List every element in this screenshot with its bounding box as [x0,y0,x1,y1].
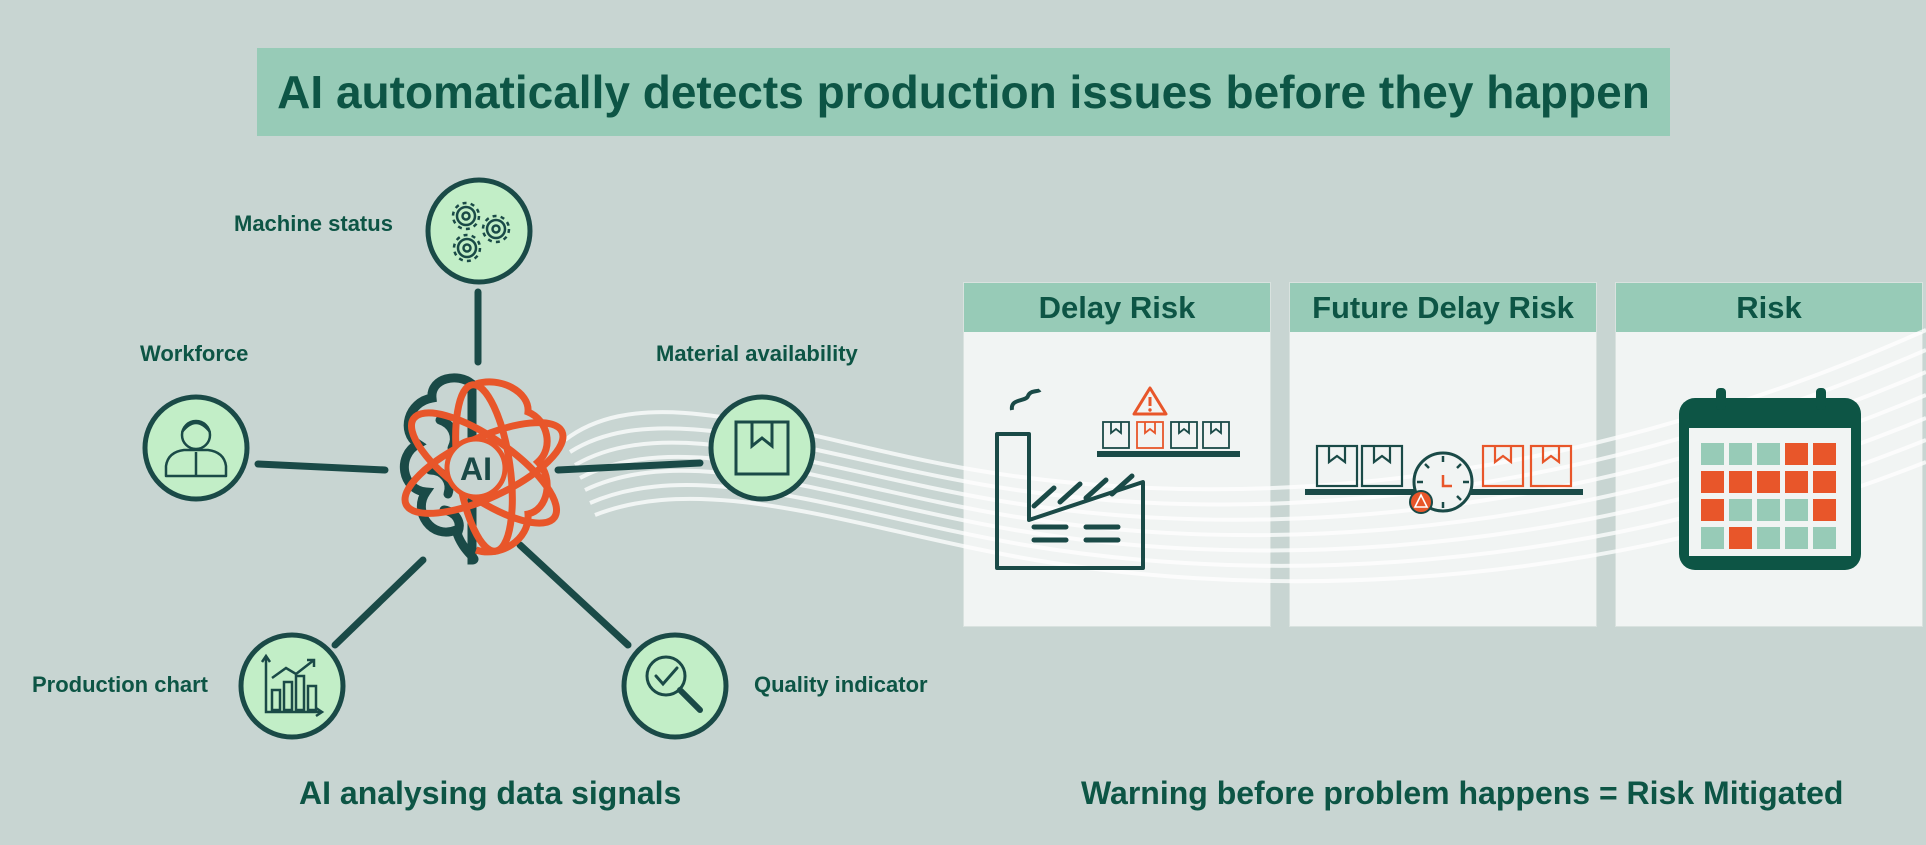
gears-icon [451,201,511,263]
hub-connectors [254,288,704,649]
label-quality-indicator: Quality indicator [754,672,928,697]
factory-icon [995,388,1145,570]
caption-right: Warning before problem happens = Risk Mi… [1081,775,1844,811]
caption-left: AI analysing data signals [299,775,682,811]
node-machine-status [425,177,533,285]
label-workforce: Workforce [140,341,249,366]
clock-icon [1409,451,1474,514]
label-material-availability: Material availability [656,341,858,366]
bar-chart-icon [260,653,325,718]
node-material-availability [708,394,816,502]
calendar-icon [1679,388,1861,570]
node-production-chart [238,632,346,740]
calendar-grid [1701,443,1836,549]
label-production-chart: Production chart [32,672,209,697]
timeline-boxes [1305,444,1583,495]
warning-icon [1132,386,1168,416]
node-workforce [142,394,250,502]
box-icon [734,420,790,476]
page-title: AI automatically detects production issu… [277,66,1650,118]
magnifier-check-icon [645,655,703,713]
panel-title: Future Delay Risk [1290,283,1596,332]
title-banner: AI automatically detects production issu… [257,48,1670,136]
label-machine-status: Machine status [234,211,393,236]
shelf-boxes-icon [1097,421,1240,457]
panel-title: Risk [1616,283,1922,332]
node-quality-indicator [621,632,729,740]
ai-hub: AI [399,373,567,565]
panel-title: Delay Risk [964,283,1270,332]
worker-icon [164,419,228,478]
ai-hub-label: AI [460,451,492,487]
